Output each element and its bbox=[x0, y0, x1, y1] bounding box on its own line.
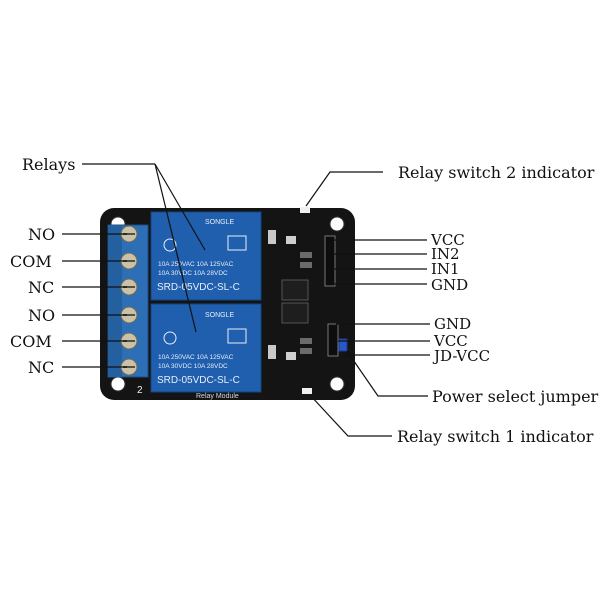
label-power-select-jumper: Power select jumper bbox=[432, 387, 599, 406]
leader-power-select-jumper bbox=[346, 350, 428, 397]
mounting-hole bbox=[110, 376, 126, 392]
resistor bbox=[300, 338, 312, 344]
relay-top-rating-2: 10A 30VDC 10A 28VDC bbox=[158, 270, 228, 277]
transistor bbox=[286, 352, 296, 360]
relay-top-rating-1: 10A 250VAC 10A 125VAC bbox=[158, 261, 234, 268]
label-relay-switch-1-indicator: Relay switch 1 indicator bbox=[397, 427, 594, 446]
board-components: Relay Module bbox=[196, 207, 348, 400]
callout-labels: Relays Relay switch 2 indicator NO COM N… bbox=[10, 155, 599, 446]
label-terminal-no-1: NO bbox=[28, 225, 55, 244]
label-pin-gnd-top: GND bbox=[431, 276, 468, 294]
input-header bbox=[324, 235, 336, 287]
relay-top-model: SRD-05VDC-SL-C bbox=[157, 282, 240, 293]
relay-bottom-body bbox=[150, 303, 262, 393]
label-terminal-nc-1: NC bbox=[28, 278, 54, 297]
label-relay-switch-2-indicator: Relay switch 2 indicator bbox=[398, 163, 595, 182]
relay-bottom-model: SRD-05VDC-SL-C bbox=[157, 375, 240, 386]
diode bbox=[268, 230, 276, 244]
optocoupler bbox=[281, 302, 309, 324]
led-relay-1 bbox=[302, 388, 312, 394]
ul-mark-icon bbox=[227, 235, 247, 251]
silkscreen-relay-module: Relay Module bbox=[196, 393, 239, 400]
terminal-block-side bbox=[108, 225, 122, 377]
leader-relay-switch-2 bbox=[305, 171, 383, 207]
led-relay-2 bbox=[300, 207, 310, 213]
resistor bbox=[300, 252, 312, 258]
relay-module-board: 2 SONGLE 10A 250VAC 10A 125VAC 10A 30VDC… bbox=[100, 207, 355, 400]
mounting-hole bbox=[329, 376, 345, 392]
resistor bbox=[300, 262, 312, 268]
label-pin-in1: IN1 bbox=[431, 260, 460, 278]
leader-relay-switch-1 bbox=[309, 394, 392, 437]
label-pin-jd-vcc: JD-VCC bbox=[432, 347, 490, 365]
resistor bbox=[300, 348, 312, 354]
transistor bbox=[286, 236, 296, 244]
cqc-mark-icon bbox=[163, 238, 177, 252]
terminal-block-number: 2 bbox=[137, 385, 143, 396]
cqc-mark-icon bbox=[163, 331, 177, 345]
relay-top-body bbox=[150, 211, 262, 301]
relay-top-brand: SONGLE bbox=[205, 219, 235, 226]
terminal-block: 2 bbox=[107, 224, 149, 396]
leader-relays-bottom bbox=[154, 163, 197, 333]
relay-bottom: SONGLE 10A 250VAC 10A 125VAC 10A 30VDC 1… bbox=[150, 303, 262, 393]
label-pin-vcc-top: VCC bbox=[430, 231, 465, 249]
label-terminal-nc-2: NC bbox=[28, 358, 54, 377]
relay-top: SONGLE 10A 250VAC 10A 125VAC 10A 30VDC 1… bbox=[150, 211, 262, 301]
relay-bottom-rating-1: 10A 250VAC 10A 125VAC bbox=[158, 354, 234, 361]
label-terminal-no-2: NO bbox=[28, 306, 55, 325]
relay-bottom-brand: SONGLE bbox=[205, 312, 235, 319]
mounting-hole bbox=[329, 216, 345, 232]
label-terminal-com-2: COM bbox=[10, 332, 52, 351]
relay-bottom-rating-2: 10A 30VDC 10A 28VDC bbox=[158, 363, 228, 370]
ul-mark-icon bbox=[227, 328, 247, 344]
label-pin-vcc-bottom: VCC bbox=[433, 332, 468, 350]
label-terminal-com-1: COM bbox=[10, 252, 52, 271]
optocoupler bbox=[281, 279, 309, 301]
label-pin-in2: IN2 bbox=[431, 245, 460, 263]
power-header bbox=[327, 323, 339, 357]
label-pin-gnd-bottom: GND bbox=[434, 315, 471, 333]
label-relays: Relays bbox=[22, 155, 75, 174]
diode bbox=[268, 345, 276, 359]
leader-relays-top bbox=[154, 163, 206, 251]
jumper-cap bbox=[338, 338, 348, 352]
leader-lines bbox=[62, 163, 430, 437]
